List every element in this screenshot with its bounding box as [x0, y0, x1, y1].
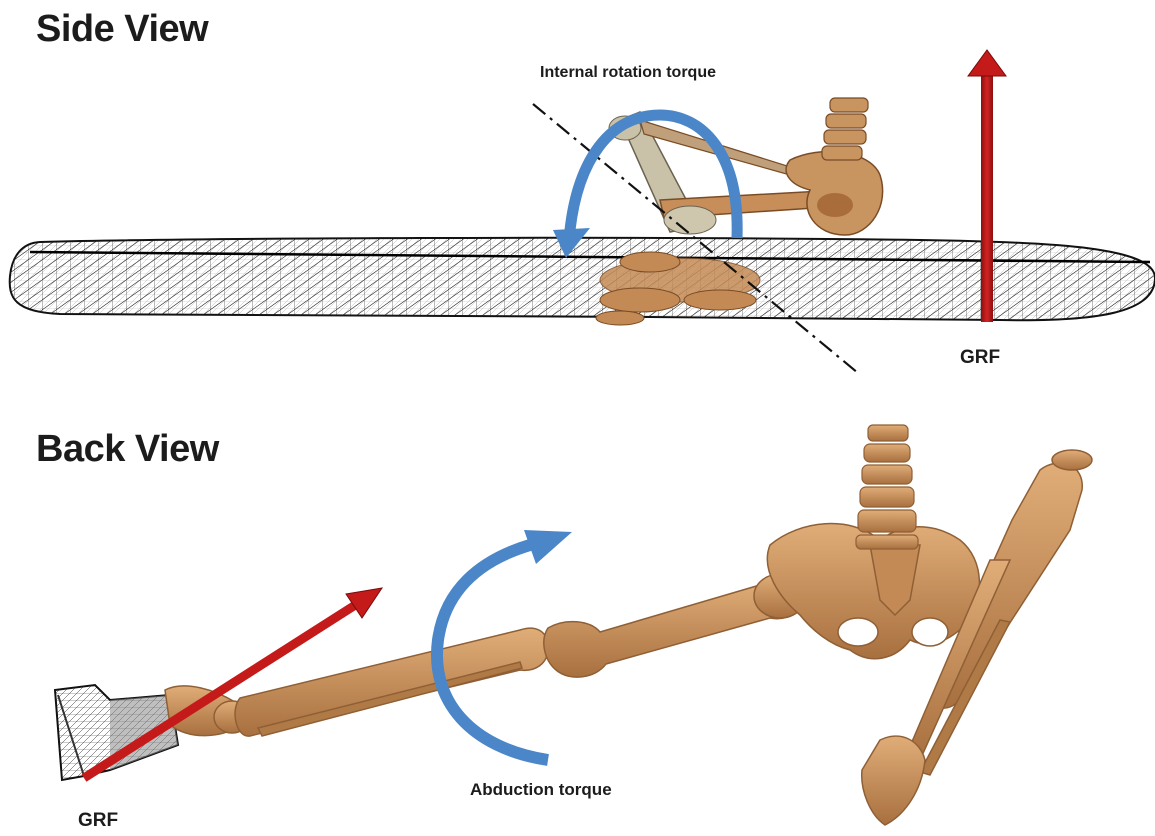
side-view-title: Side View — [36, 8, 208, 51]
spine-back — [856, 425, 918, 549]
abduction-torque-label: Abduction torque — [470, 780, 612, 800]
leg-skeleton-back — [165, 524, 979, 737]
grf-label-back: GRF — [78, 810, 118, 832]
back-view-panel — [55, 425, 1092, 825]
side-view-panel — [10, 50, 1155, 373]
grf-label-side: GRF — [960, 347, 1000, 369]
internal-rotation-torque-label: Internal rotation torque — [540, 64, 716, 82]
back-view-title: Back View — [36, 428, 219, 471]
